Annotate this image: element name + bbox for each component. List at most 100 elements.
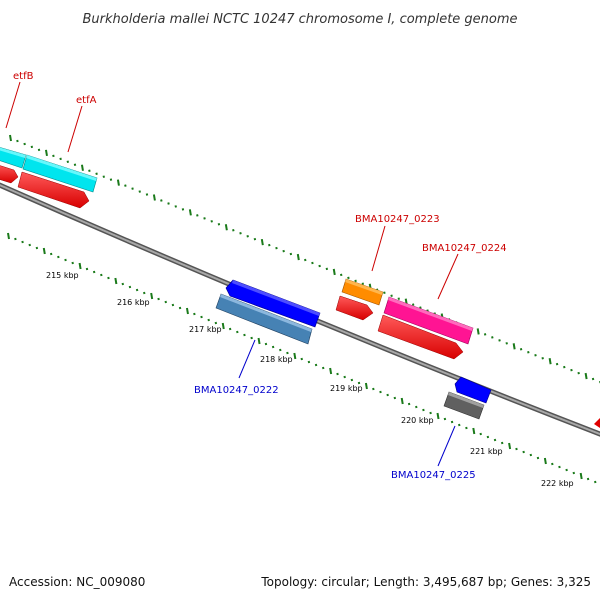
minor-tick: [217, 223, 221, 226]
cds-arrow[interactable]: [17, 171, 90, 209]
minor-tick: [214, 321, 218, 325]
major-tick: [185, 307, 189, 315]
gene-labels: etfB etfA BMA10247_0223 BMA10247_0224 BM…: [13, 71, 507, 481]
minor-tick: [107, 276, 110, 280]
minor-tick: [500, 441, 504, 445]
minor-tick: [393, 396, 397, 400]
minor-tick: [304, 258, 307, 262]
cds-arrow[interactable]: [377, 314, 464, 360]
cds-arrow[interactable]: [594, 418, 600, 428]
minor-tick: [121, 282, 125, 286]
minor-tick: [181, 208, 185, 211]
gene-label-BMA10247_0225[interactable]: BMA10247_0225: [391, 470, 476, 481]
minor-tick: [483, 333, 487, 336]
minor-tick: [271, 345, 275, 349]
minor-tick: [515, 447, 518, 451]
minor-tick: [555, 362, 559, 366]
minor-tick: [35, 246, 39, 250]
minor-tick: [311, 261, 314, 265]
minor-tick: [232, 229, 235, 232]
gene-label-BMA10247_0222[interactable]: BMA10247_0222: [194, 385, 279, 396]
minor-tick: [21, 240, 24, 244]
minor-tick: [529, 453, 533, 457]
major-tick: [152, 194, 156, 201]
minor-tick: [586, 477, 590, 481]
minor-tick: [383, 291, 386, 294]
minor-tick: [282, 249, 285, 253]
minor-tick: [422, 408, 425, 412]
minor-tick: [203, 217, 206, 220]
map-title: Burkholderia mallei NCTC 10247 chromosom…: [82, 12, 517, 27]
minor-tick: [577, 371, 580, 375]
gene-label-BMA10247_0223[interactable]: BMA10247_0223: [355, 214, 440, 225]
cds-arrow[interactable]: [0, 164, 19, 184]
minor-tick: [519, 348, 523, 351]
cds-arrow[interactable]: [454, 376, 492, 404]
major-tick: [400, 397, 404, 405]
minor-tick: [419, 306, 422, 309]
gene-etfB[interactable]: [0, 146, 27, 169]
minor-tick: [246, 234, 249, 238]
minor-tick: [88, 169, 91, 172]
major-tick: [260, 238, 264, 246]
minor-tick: [594, 480, 597, 484]
gene-label-etfB[interactable]: etfB: [13, 71, 34, 82]
major-tick: [296, 253, 300, 261]
minor-tick: [64, 258, 67, 262]
minor-tick: [551, 462, 554, 466]
minor-tick: [131, 187, 134, 190]
major-tick: [476, 328, 480, 335]
minor-tick: [57, 255, 60, 259]
major-tick: [224, 224, 228, 231]
gene-etfA[interactable]: [22, 154, 98, 193]
minor-tick: [243, 333, 246, 337]
minor-tick: [286, 351, 289, 355]
minor-tick: [570, 368, 573, 372]
minor-tick: [565, 468, 568, 472]
minor-tick: [145, 193, 149, 196]
gene-label-BMA10247_0224[interactable]: BMA10247_0224: [422, 243, 507, 254]
major-tick: [472, 427, 476, 435]
gene-BMA10247_0222[interactable]: [215, 293, 313, 345]
minor-tick: [171, 303, 175, 307]
kbp-label: 221 kbp: [470, 447, 503, 456]
kbp-label: 215 kbp: [46, 271, 79, 280]
minor-tick: [109, 178, 113, 181]
label-leaders: [5, 81, 459, 467]
minor-tick: [264, 342, 268, 346]
cds-arrow[interactable]: [335, 295, 374, 321]
minor-tick: [314, 363, 318, 367]
minor-tick: [52, 154, 55, 158]
minor-tick: [66, 160, 70, 164]
gene-BMA10247_0223[interactable]: [341, 278, 384, 306]
major-tick: [332, 268, 336, 276]
minor-tick: [325, 267, 329, 271]
major-tick: [543, 457, 547, 465]
minor-tick: [289, 252, 293, 256]
gene-BMA10247_0225[interactable]: [443, 391, 485, 420]
minor-tick: [102, 175, 106, 178]
cds-arrow[interactable]: [225, 279, 321, 328]
major-tick: [44, 149, 48, 157]
minor-tick: [493, 438, 497, 442]
major-tick: [329, 367, 333, 375]
minor-tick: [160, 199, 163, 202]
minor-tick: [30, 145, 34, 149]
minor-tick: [28, 243, 31, 247]
minor-tick: [196, 214, 199, 217]
major-tick: [221, 322, 225, 330]
minor-tick: [443, 417, 447, 421]
minor-tick: [343, 375, 346, 379]
gene-label-etfA[interactable]: etfA: [76, 95, 97, 106]
major-tick: [508, 442, 512, 450]
minor-tick: [92, 270, 96, 274]
minor-tick: [429, 411, 432, 415]
major-tick: [293, 352, 297, 360]
outer-tick-ring: [9, 134, 600, 384]
minor-tick: [450, 420, 454, 424]
major-tick: [78, 262, 82, 270]
minor-tick: [59, 157, 62, 161]
gene-BMA10247_0224[interactable]: [383, 296, 474, 345]
minor-tick: [178, 306, 182, 310]
minor-tick: [300, 357, 303, 361]
